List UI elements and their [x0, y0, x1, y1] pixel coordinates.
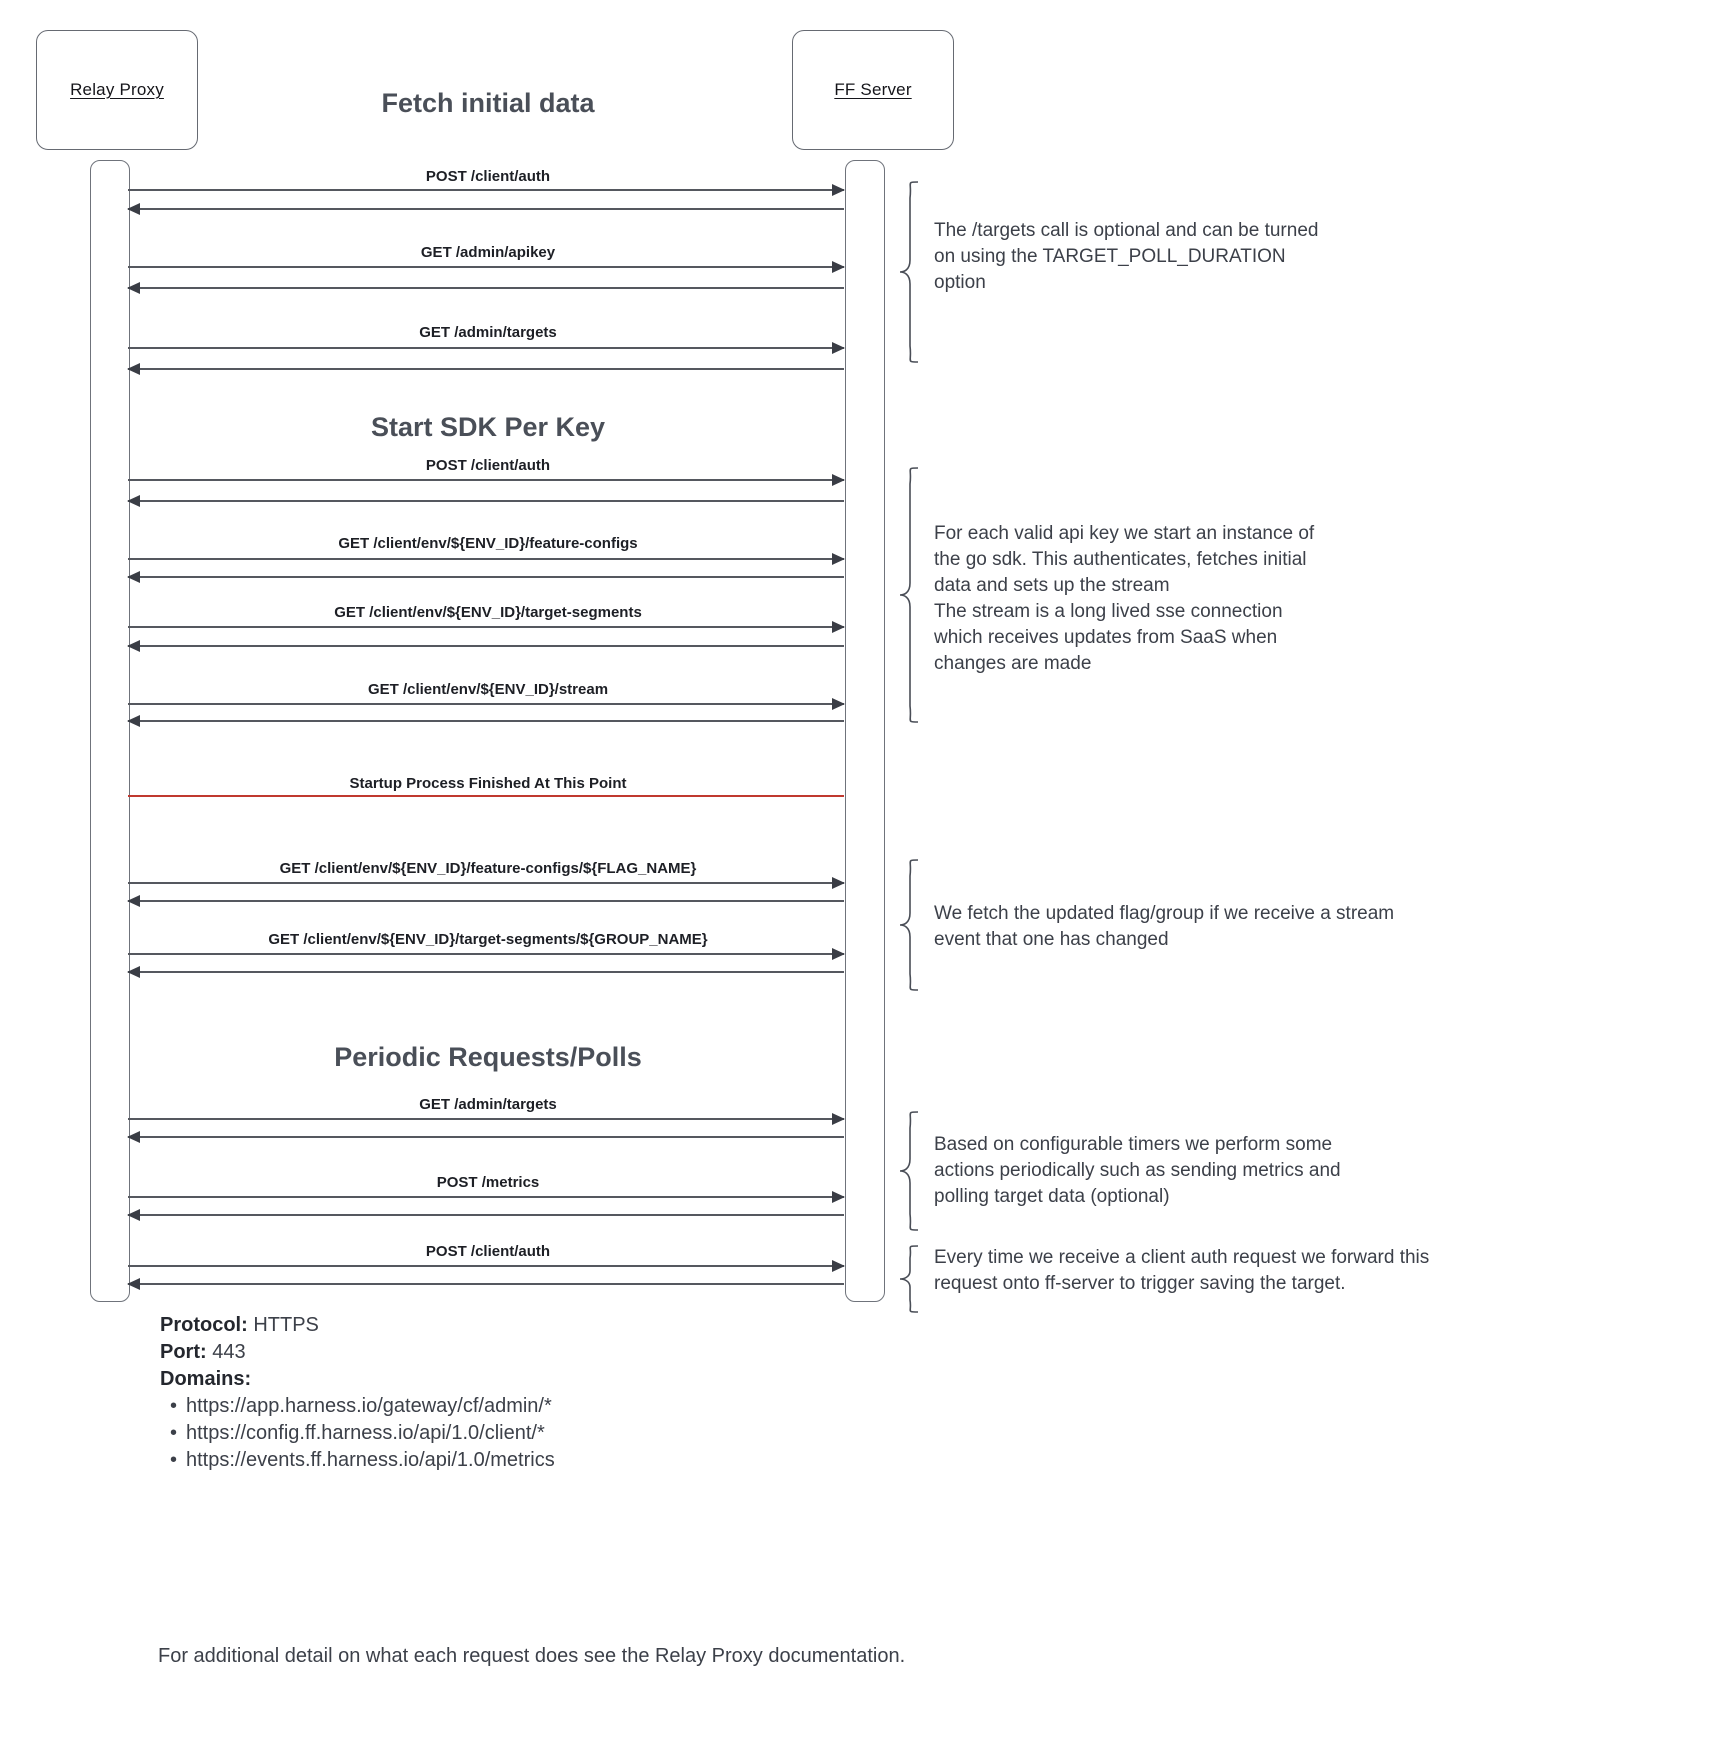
divider-label: Startup Process Finished At This Point: [349, 775, 627, 792]
message-arrow-m2-response: [127, 282, 844, 293]
footer-domain-list: https://app.harness.io/gateway/cf/admin/…: [160, 1393, 880, 1474]
footer-documentation-note: For additional detail on what each reque…: [158, 1645, 906, 1667]
note-auth: Every time we receive a client auth requ…: [934, 1247, 1430, 1294]
message-arrow-m11-response: [127, 1209, 844, 1220]
message-label-m3: GET /admin/targets: [419, 324, 557, 341]
message-label-m9: GET /client/env/${ENV_ID}/target-segment…: [268, 931, 708, 948]
section-title-periodic-requests: Periodic Requests/Polls: [334, 1042, 642, 1072]
message-label-m7: GET /client/env/${ENV_ID}/stream: [367, 681, 609, 698]
footer-domain-item: https://app.harness.io/gateway/cf/admin/…: [170, 1393, 880, 1420]
message-arrow-m5-response: [127, 571, 844, 582]
message-arrow-m10-response: [127, 1131, 844, 1142]
participant-relay-proxy-label: Relay Proxy: [70, 80, 164, 99]
note-periodic: Based on configurable timers we perform …: [934, 1134, 1341, 1207]
footer-domain-item: https://config.ff.harness.io/api/1.0/cli…: [170, 1420, 880, 1447]
message-label-m12: POST /client/auth: [425, 1243, 551, 1260]
footer-protocol-value: HTTPS: [253, 1314, 319, 1336]
section-title-start-sdk-per-key: Start SDK Per Key: [370, 412, 606, 442]
message-arrow-m11-request: [128, 1191, 845, 1202]
message-arrow-m9-response: [127, 966, 844, 977]
footer-protocol-key: Protocol:: [160, 1314, 248, 1336]
message-label-m5: GET /client/env/${ENV_ID}/feature-config…: [338, 535, 638, 552]
footer-domains-key: Domains:: [160, 1368, 252, 1390]
note-stream: We fetch the updated flag/group if we re…: [934, 903, 1395, 950]
message-arrow-m12-response: [127, 1278, 844, 1289]
message-arrow-m1-response: [127, 203, 844, 214]
brace-note-sdk: [899, 467, 919, 723]
message-arrow-m12-request: [128, 1260, 845, 1271]
message-arrow-m1-request: [128, 184, 845, 195]
message-arrow-m8-request: [128, 877, 845, 888]
note-sdk: For each valid api key we start an insta…: [934, 523, 1315, 674]
section-title-fetch-initial-data: Fetch initial data: [381, 88, 595, 118]
message-label-m4: POST /client/auth: [425, 457, 551, 474]
message-arrow-m4-request: [128, 474, 845, 485]
note-targets: The /targets call is optional and can be…: [934, 220, 1319, 293]
message-label-m8: GET /client/env/${ENV_ID}/feature-config…: [279, 860, 697, 877]
message-arrow-m7-response: [127, 715, 844, 726]
message-arrow-m3-request: [128, 342, 845, 353]
participant-ff-server-label: FF Server: [834, 80, 912, 99]
footer-port-row: Port: 443: [160, 1339, 880, 1366]
brace-note-periodic: [899, 1111, 919, 1231]
participant-ff-server[interactable]: FF Server: [792, 30, 954, 150]
message-arrow-m3-response: [127, 363, 844, 374]
message-arrow-m5-request: [128, 553, 845, 564]
brace-note-auth: [899, 1245, 919, 1313]
message-label-m6: GET /client/env/${ENV_ID}/target-segment…: [334, 604, 642, 621]
lifeline-relay-proxy: [90, 160, 130, 1302]
brace-note-targets: [899, 181, 919, 363]
footer-domains-row: Domains:: [160, 1366, 880, 1393]
footer-port-value: 443: [212, 1341, 246, 1363]
message-arrow-m7-request: [128, 698, 845, 709]
message-arrow-m4-response: [127, 495, 844, 506]
message-label-m11: POST /metrics: [436, 1174, 540, 1191]
message-label-m2: GET /admin/apikey: [420, 244, 556, 261]
message-label-m10: GET /admin/targets: [419, 1096, 557, 1113]
footer-legend: Protocol: HTTPS Port: 443 Domains: https…: [160, 1312, 880, 1474]
lifeline-ff-server: [845, 160, 885, 1302]
footer-domain-item: https://events.ff.harness.io/api/1.0/met…: [170, 1447, 880, 1474]
message-arrow-m6-response: [127, 640, 844, 651]
message-label-m1: POST /client/auth: [425, 168, 551, 185]
message-arrow-m6-request: [128, 621, 845, 632]
footer-port-key: Port:: [160, 1341, 207, 1363]
participant-relay-proxy[interactable]: Relay Proxy: [36, 30, 198, 150]
footer-protocol-row: Protocol: HTTPS: [160, 1312, 880, 1339]
message-arrow-m2-request: [128, 261, 845, 272]
divider-line: [128, 795, 844, 797]
message-arrow-m9-request: [128, 948, 845, 959]
message-arrow-m8-response: [127, 895, 844, 906]
message-arrow-m10-request: [128, 1113, 845, 1124]
brace-note-stream: [899, 859, 919, 991]
